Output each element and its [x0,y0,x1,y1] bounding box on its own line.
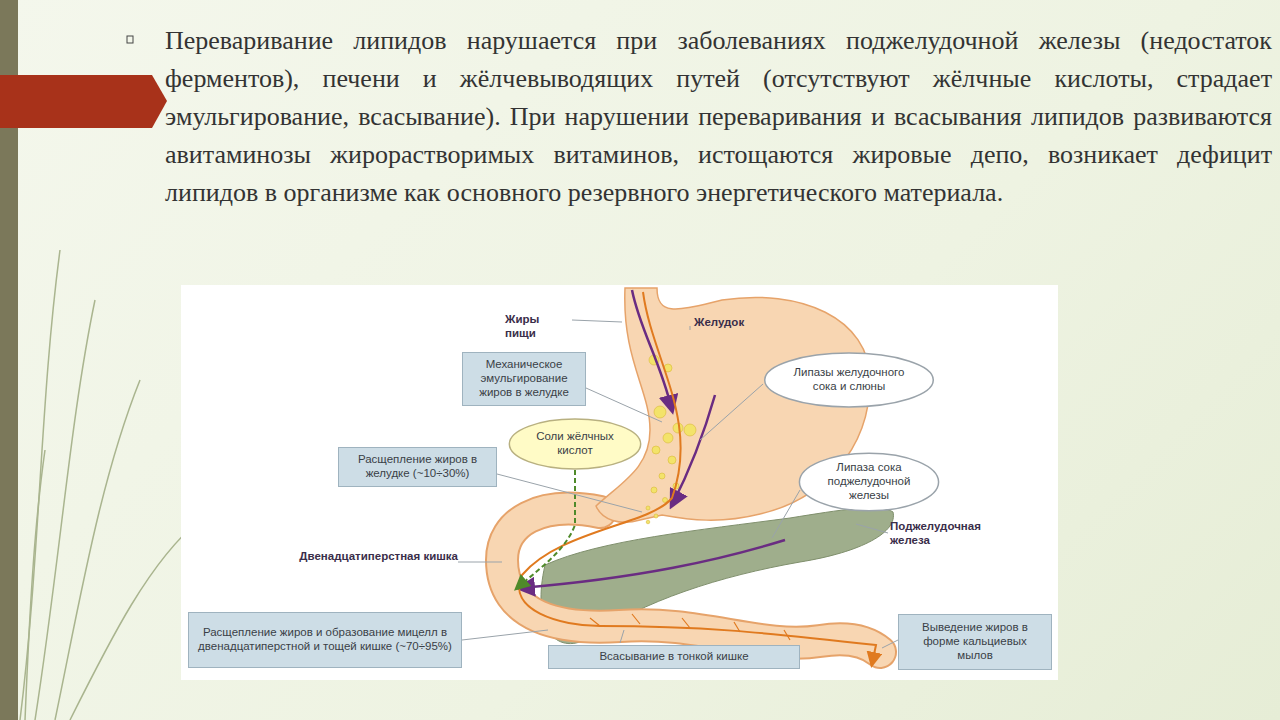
callout-text: Расщепление жиров в желудке (~10÷30%) [345,453,490,481]
organ-label: Жиры пищи [505,313,571,341]
callout-box: Механическое эмульгирование жиров в желу… [462,352,586,406]
bullet-mark [127,36,133,43]
callout-ellipse: Соли жёлчных кислот [508,418,642,470]
organ-label: Желудок [694,316,764,330]
bile-path [517,470,575,588]
callout-text: Расщепление жиров и образование мицелл в… [195,626,455,654]
callout-box: Всасывание в тонкой кишке [548,645,800,669]
callout-text: Липазы желудочного сока и слюны [783,366,915,394]
decor-curves [20,250,200,720]
slide-paragraph: Переваривание липидов нарушается при заб… [165,22,1272,212]
intestine-outline [502,509,880,652]
organ-label: Поджелудочная железа [890,520,1020,548]
callout-text: Всасывание в тонкой кишке [599,650,748,664]
callout-text: Липаза сока поджелудочной железы [818,461,920,502]
callout-ellipse: Липаза сока поджелудочной железы [798,452,940,512]
organ-label: Двенадцатиперстная кишка [296,550,458,564]
absorption-arrows [590,614,790,640]
red-tab [0,75,167,128]
callout-ellipse: Липазы желудочного сока и слюны [763,352,935,408]
fat-path-purple [632,290,672,410]
callout-box: Расщепление жиров в желудке (~10÷30%) [338,447,497,487]
intestine [502,509,880,652]
callout-box: Выведение жиров в форме кальциевых мылов [898,614,1052,670]
callout-text: Механическое эмульгирование жиров в желу… [469,358,579,399]
callout-text: Выведение жиров в форме кальциевых мылов [905,621,1045,662]
lipase-path [672,395,715,505]
callout-box: Расщепление жиров и образование мицелл в… [188,612,462,668]
callout-text: Соли жёлчных кислот [528,430,622,458]
